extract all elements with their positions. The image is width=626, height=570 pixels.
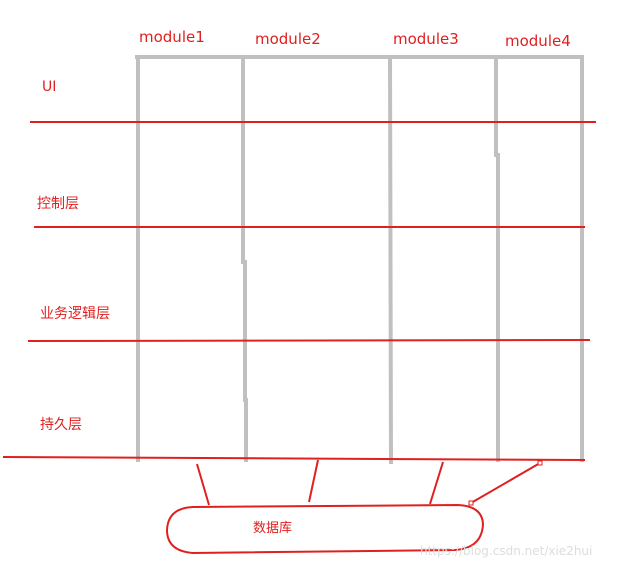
module-label: module4 [505, 32, 571, 50]
module-divider-1-2 [241, 55, 248, 462]
module-label: module1 [139, 28, 205, 46]
module-label: module2 [255, 30, 321, 48]
selection-handle [537, 460, 543, 466]
layer-label-persistence: 持久层 [40, 417, 82, 433]
connector-module3 [429, 461, 444, 505]
database-shape [165, 503, 485, 555]
layer-labels: UI 控制层 业务逻辑层 持久层 [37, 79, 110, 433]
layer-separator-business [27, 339, 591, 342]
module-divider-2-3 [387, 54, 394, 465]
selection-handles [468, 460, 543, 506]
connector-module4 [470, 462, 541, 504]
layer-label-business: 业务逻辑层 [40, 306, 110, 322]
database-connectors [196, 459, 541, 506]
selection-handle [468, 500, 474, 506]
layer-label-control: 控制层 [37, 196, 79, 212]
module-grid [135, 54, 584, 465]
connector-module1 [196, 463, 210, 506]
watermark-text: https://blog.csdn.net/xie2hui [420, 544, 592, 558]
module-label: module3 [393, 30, 459, 48]
module-labels: module1 module2 module3 module4 [139, 28, 571, 50]
layer-separator-persistence [2, 456, 586, 461]
layer-separators [2, 121, 596, 461]
layer-label-ui: UI [42, 79, 56, 95]
database-label: 数据库 [253, 520, 292, 536]
module-divider-3-4 [494, 55, 500, 462]
connector-module2 [308, 459, 319, 503]
